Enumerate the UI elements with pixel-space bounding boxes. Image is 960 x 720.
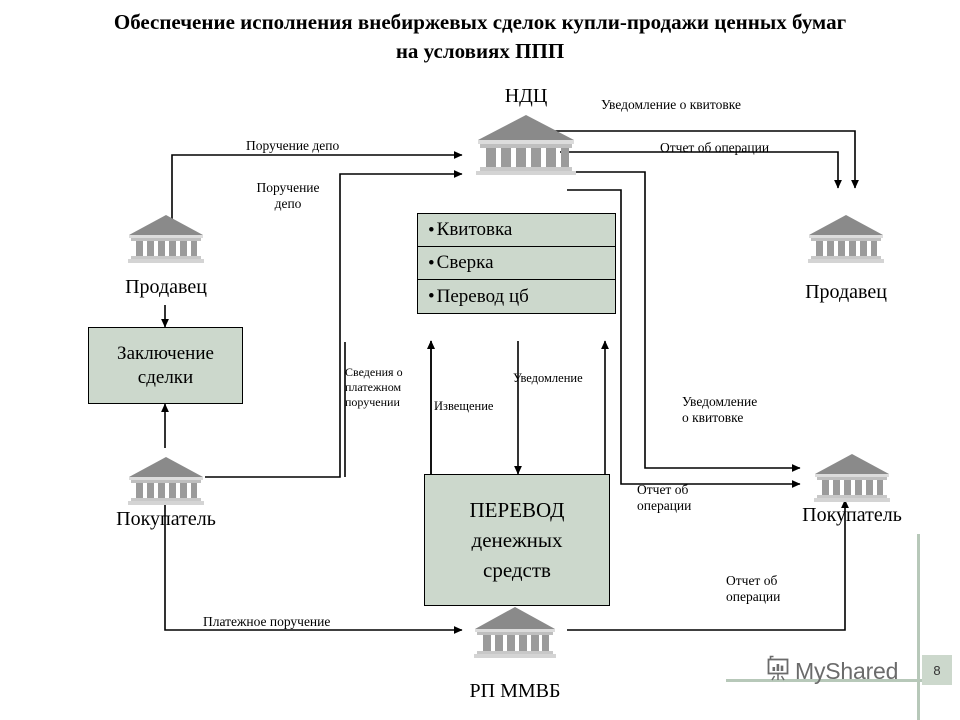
bank-icon-rp-mmvb xyxy=(472,605,558,659)
edge-label-receipt-notice-top: Уведомление о квитовке xyxy=(601,97,741,112)
bullet-icon: • xyxy=(428,219,435,241)
edge-label-operation-report-top: Отчет об операции xyxy=(660,140,770,155)
node-label-buyer-left: Покупатель xyxy=(116,508,216,530)
bank-icon-seller-left xyxy=(126,213,206,263)
edge-label-receipt-notice-buyer: Уведомление о квитовке xyxy=(682,394,758,425)
page-title-line-1: Обеспечение исполнения внебиржевых сдело… xyxy=(113,10,847,34)
page-title: Обеспечение исполнения внебиржевых сдело… xyxy=(60,8,900,66)
list-item-label: Квитовка xyxy=(436,219,513,240)
edge-label-payment-order-bottom: Платежное поручение xyxy=(203,614,331,629)
watermark-text: MyShared xyxy=(795,657,899,684)
box-deal-conclusion: Заключение сделки xyxy=(88,327,243,404)
edge-depo-order-second xyxy=(205,170,463,478)
list-item: • Квитовка xyxy=(418,214,615,247)
presentation-chart-icon xyxy=(766,655,791,687)
bank-icon-buyer-right xyxy=(812,452,892,502)
node-label-rp-mmvb: РП ММВБ xyxy=(469,680,561,702)
box-funds-transfer: ПЕРЕВОД денежных средств xyxy=(424,474,610,606)
watermark-rule-vertical xyxy=(917,534,920,720)
watermark-rule-horizontal xyxy=(726,679,941,682)
bank-icon-ndc xyxy=(474,113,578,175)
edge-receipt-notice-buyer xyxy=(567,171,801,472)
edge-operation-report-bottom xyxy=(567,499,849,631)
edge-operation-report-buyer xyxy=(567,189,801,488)
list-item: • Сверка xyxy=(418,247,615,280)
edge-label-operation-report-buyer: Отчет об операции xyxy=(637,482,692,513)
node-label-buyer-right: Покупатель xyxy=(802,504,902,526)
edge-label-depo-order-second: Поручение депо xyxy=(256,180,320,211)
edge-label-izveshenie: Извещение xyxy=(434,399,494,413)
edge-operation-report-top xyxy=(560,151,842,189)
edge-label-payment-order-info: Сведения о платежном поручении xyxy=(345,365,403,409)
list-item: • Перевод цб xyxy=(418,280,615,313)
bullet-icon: • xyxy=(428,252,435,274)
edge-label-operation-report-bottom: Отчет об операции xyxy=(726,573,781,604)
edge-receipt-notice-top xyxy=(524,130,859,189)
node-label-seller-right: Продавец xyxy=(805,281,887,303)
watermark-myshared: MyShared xyxy=(766,655,898,687)
page-title-line-2: на условиях ППП xyxy=(395,39,565,63)
bank-icon-buyer-left xyxy=(126,455,206,505)
edge-label-depo-order-top: Поручение депо xyxy=(246,138,340,153)
list-item-label: Сверка xyxy=(436,252,494,273)
edge-payment-order-bottom xyxy=(164,505,463,634)
page-number-chip: 8 xyxy=(922,655,952,685)
node-label-ndc: НДЦ xyxy=(504,85,548,107)
bank-icon-seller-right xyxy=(806,213,886,263)
box-ndc-operations: • Квитовка • Сверка • Перевод цб xyxy=(417,213,616,314)
edge-depo-order-top xyxy=(171,151,463,220)
edge-label-uvedomlenie: Уведомление xyxy=(513,371,583,385)
list-item-label: Перевод цб xyxy=(436,285,529,307)
node-label-seller-left: Продавец xyxy=(125,276,207,298)
bullet-icon: • xyxy=(428,286,435,307)
